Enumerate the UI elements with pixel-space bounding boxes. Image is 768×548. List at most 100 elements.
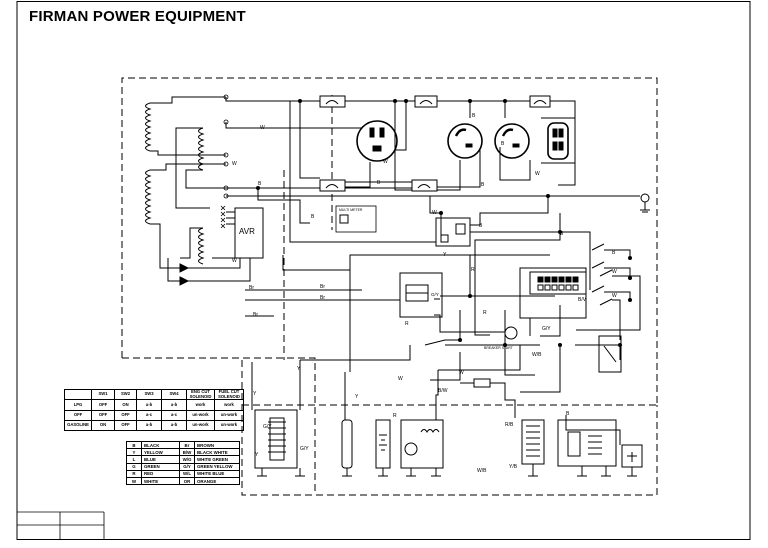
breaker-start-label: BREAKER START <box>484 346 514 350</box>
svg-text:B: B <box>566 411 570 417</box>
bottom-components <box>254 409 643 477</box>
switch-table-header-cell <box>64 388 92 401</box>
switch-table-header-cell: SW3 <box>136 388 162 401</box>
legend-code: OR <box>179 476 195 486</box>
legend-code: W <box>126 476 142 486</box>
legend-code: B <box>126 440 142 450</box>
legend-code: Br <box>179 440 195 450</box>
legend-row: B BLACK Br BROWN <box>126 440 240 450</box>
svg-text:Y/B: Y/B <box>509 464 518 470</box>
table-cell: OFF <box>91 409 115 421</box>
avr-label: AVR <box>239 227 255 236</box>
svg-text:Br: Br <box>253 312 258 318</box>
svg-text:W: W <box>535 171 540 177</box>
svg-text:B: B <box>479 223 483 229</box>
svg-text:B/V: B/V <box>578 297 587 303</box>
svg-text:B: B <box>501 141 505 147</box>
avr-wires <box>212 211 251 282</box>
wire-color-labels: W W B B W B B B B W W B Y B R Br Br Br B… <box>232 113 617 474</box>
svg-text:G/Y: G/Y <box>300 446 309 452</box>
page-title: FIRMAN POWER EQUIPMENT <box>29 8 246 25</box>
table-cell: un-work <box>214 409 244 421</box>
switch-table-header-cell: ENG CUT SOLENOID <box>186 388 215 401</box>
legend-color-name: WHITE <box>141 476 180 486</box>
main-wiring <box>225 97 641 420</box>
legend-code: Y <box>126 448 142 457</box>
table-cell: a-b <box>161 399 187 411</box>
wire-color-legend: B BLACK Br BROWN Y YELLOW B/W BLACK WHIT… <box>126 440 240 486</box>
table-cell: ON <box>114 399 137 411</box>
svg-text:R: R <box>483 310 487 316</box>
switch-table-header-cell: SW1 <box>91 388 115 401</box>
legend-code: B/W <box>179 448 195 457</box>
legend-code: R <box>126 469 142 478</box>
svg-text:W: W <box>432 210 437 216</box>
svg-text:G/Y: G/Y <box>263 424 272 430</box>
sheet-border <box>16 1 751 540</box>
svg-text:W: W <box>612 293 617 299</box>
svg-text:W: W <box>398 376 403 382</box>
table-cell: un-work <box>186 419 215 432</box>
table-cell: ON <box>91 419 115 432</box>
legend-color-name: BLACK WHITE <box>194 448 240 457</box>
svg-text:Br: Br <box>249 285 254 291</box>
svg-text:Br: Br <box>320 295 325 301</box>
svg-text:R: R <box>405 321 409 327</box>
svg-text:W/B: W/B <box>477 468 487 474</box>
ignition-relay <box>598 335 622 373</box>
table-cell: GASOLINE <box>64 419 92 432</box>
table-cell: OFF <box>114 409 137 421</box>
stator-windings <box>145 96 226 282</box>
svg-text:Y: Y <box>255 452 259 458</box>
table-cell: a-b <box>136 419 162 432</box>
svg-text:B: B <box>311 214 315 220</box>
multi-meter-label: MULTI METER <box>339 208 363 212</box>
multi-meter-box <box>335 205 377 233</box>
ac-outlets <box>356 117 575 164</box>
legend-row: G GREEN G/Y GREEN YELLOW <box>126 462 240 471</box>
avr-box <box>234 207 264 259</box>
terminal-marks-left <box>220 94 229 229</box>
legend-row: L BLUE W/G WHITE GREEN <box>126 455 240 464</box>
breaker-start-symbol <box>504 326 518 340</box>
legend-color-name: WHITE BLUE <box>194 469 240 478</box>
switch-gy-label: G/Y <box>431 292 439 297</box>
table-cell: work <box>214 399 244 411</box>
legend-color-name: WHITE GREEN <box>194 455 240 464</box>
legend-code: G <box>126 462 142 471</box>
legend-row: W WHITE OR ORANGE <box>126 476 240 486</box>
svg-text:G/Y: G/Y <box>542 326 551 332</box>
svg-text:W: W <box>612 269 617 275</box>
legend-color-name: BLACK <box>141 440 180 450</box>
legend-color-name: BLUE <box>141 455 180 464</box>
svg-text:Br: Br <box>320 284 325 290</box>
svg-text:B: B <box>481 182 485 188</box>
svg-text:Y: Y <box>355 394 359 400</box>
engine-switch-module <box>399 272 443 318</box>
table-cell: a-b <box>136 399 162 411</box>
junction-dots <box>256 99 632 347</box>
svg-text:W: W <box>459 370 464 376</box>
table-cell: un-work <box>186 409 215 421</box>
svg-text:B: B <box>472 113 476 119</box>
svg-text:Y: Y <box>443 252 447 258</box>
legend-code: G/Y <box>179 462 195 471</box>
legend-color-name: GREEN <box>141 462 180 471</box>
svg-text:W/B: W/B <box>532 352 542 358</box>
legend-code: W/G <box>179 455 195 464</box>
svg-text:W: W <box>260 125 265 131</box>
switch-table-header: SW1 SW2 SW3 SW4 ENG CUT SOLENOID FUEL CU… <box>64 388 244 401</box>
legend-code: L <box>126 455 142 464</box>
table-cell: OFF <box>64 409 92 421</box>
svg-text:Y: Y <box>253 391 257 397</box>
legend-row: Y YELLOW B/W BLACK WHITE <box>126 448 240 457</box>
switch-table-header-cell: SW2 <box>114 388 137 401</box>
switch-state-table: SW1 SW2 SW3 SW4 ENG CUT SOLENOID FUEL CU… <box>64 388 244 432</box>
legend-color-name: BROWN <box>194 440 240 450</box>
legend-color-name: GREEN YELLOW <box>194 462 240 471</box>
svg-text:B: B <box>560 231 564 237</box>
svg-text:B: B <box>377 180 381 186</box>
legend-row: R RED W/L WHITE BLUE <box>126 469 240 478</box>
table-cell: a-b <box>161 419 187 432</box>
